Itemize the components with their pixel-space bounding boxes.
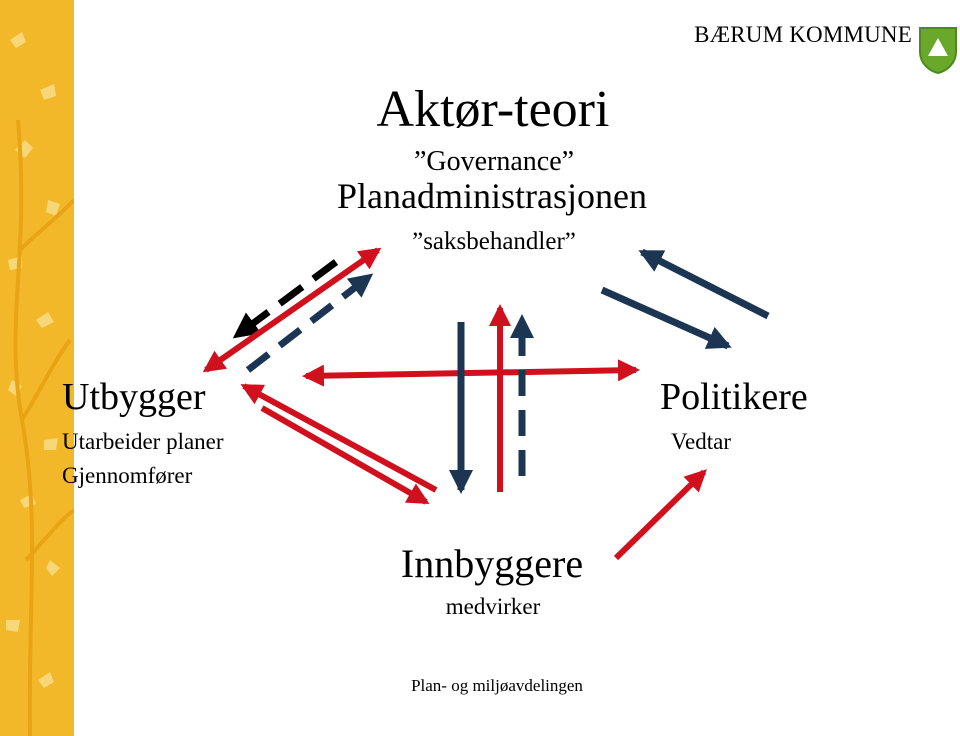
arrow-developer-planadmin-double [202, 247, 382, 373]
arrow-planadmin-to-politicians [600, 286, 732, 350]
developer-role-2: Gjennomfører [62, 463, 193, 488]
citizens-role: medvirker [445, 594, 541, 619]
politicians-role: Vedtar [671, 429, 732, 454]
arrow-developer-to-planadmin-dashed [245, 273, 374, 373]
arrow-developer-to-citizens [260, 405, 430, 505]
arrow-citizens-to-politicians [613, 469, 707, 561]
arrow-planadmin-to-developer-dashed [232, 259, 339, 339]
footer-department: Plan- og miljøavdelingen [411, 676, 583, 695]
shield-logo [919, 27, 957, 74]
arrow-politicians-to-planadmin [638, 248, 770, 320]
arrow-citizens-to-developer [240, 383, 438, 493]
politicians-label: Politikere [660, 376, 808, 418]
arrow-developer-politicians-double [302, 359, 640, 387]
tree-pattern-graphic [6, 32, 74, 736]
governance-label: ”Governance” [413, 146, 575, 177]
developer-label: Utbygger [62, 376, 206, 418]
citizens-label: Innbyggere [400, 541, 584, 586]
brand-name: BÆRUM KOMMUNE [694, 22, 912, 47]
planadmin-label: Planadministrasjonen [337, 176, 647, 216]
slide-title: Aktør-teori [376, 81, 610, 138]
developer-role-1: Utarbeider planer [62, 429, 224, 454]
planadmin-role: ”saksbehandler” [412, 228, 576, 255]
decorative-sidebar [0, 0, 74, 736]
